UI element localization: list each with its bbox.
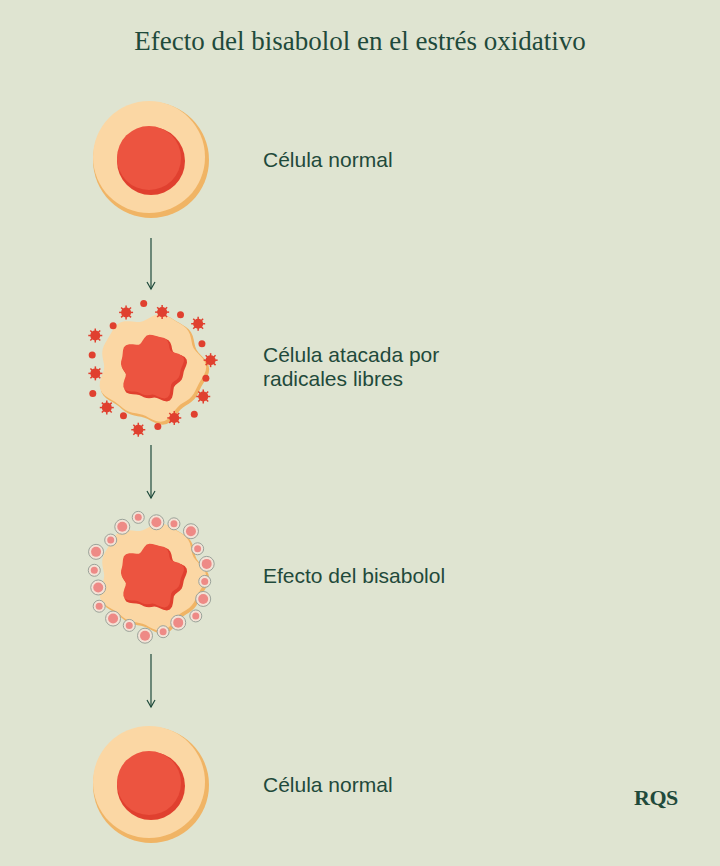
normal-cell [93,101,209,218]
stage-label: Célula normal [263,148,393,172]
normal-cell [93,726,209,843]
stage-label: Célula normal [263,773,393,797]
cell-stage: Célula normal [88,98,528,222]
cell-stage: Célula atacada por radicales libres [88,305,528,429]
protected-cell [88,511,214,643]
flow-arrow [150,445,151,498]
cell-stage: Efecto del bisabolol [88,514,528,638]
flow-arrow [150,654,151,707]
attacked-cell [88,300,217,437]
stage-label: Célula atacada por radicales libres [263,343,493,391]
cell-stage: Célula normal [88,723,528,847]
diagram-title: Efecto del bisabolol en el estrés oxidat… [0,26,720,57]
brand-logo: RQS [634,785,678,811]
stage-label: Efecto del bisabolol [263,564,445,588]
flow-arrow [150,238,151,289]
